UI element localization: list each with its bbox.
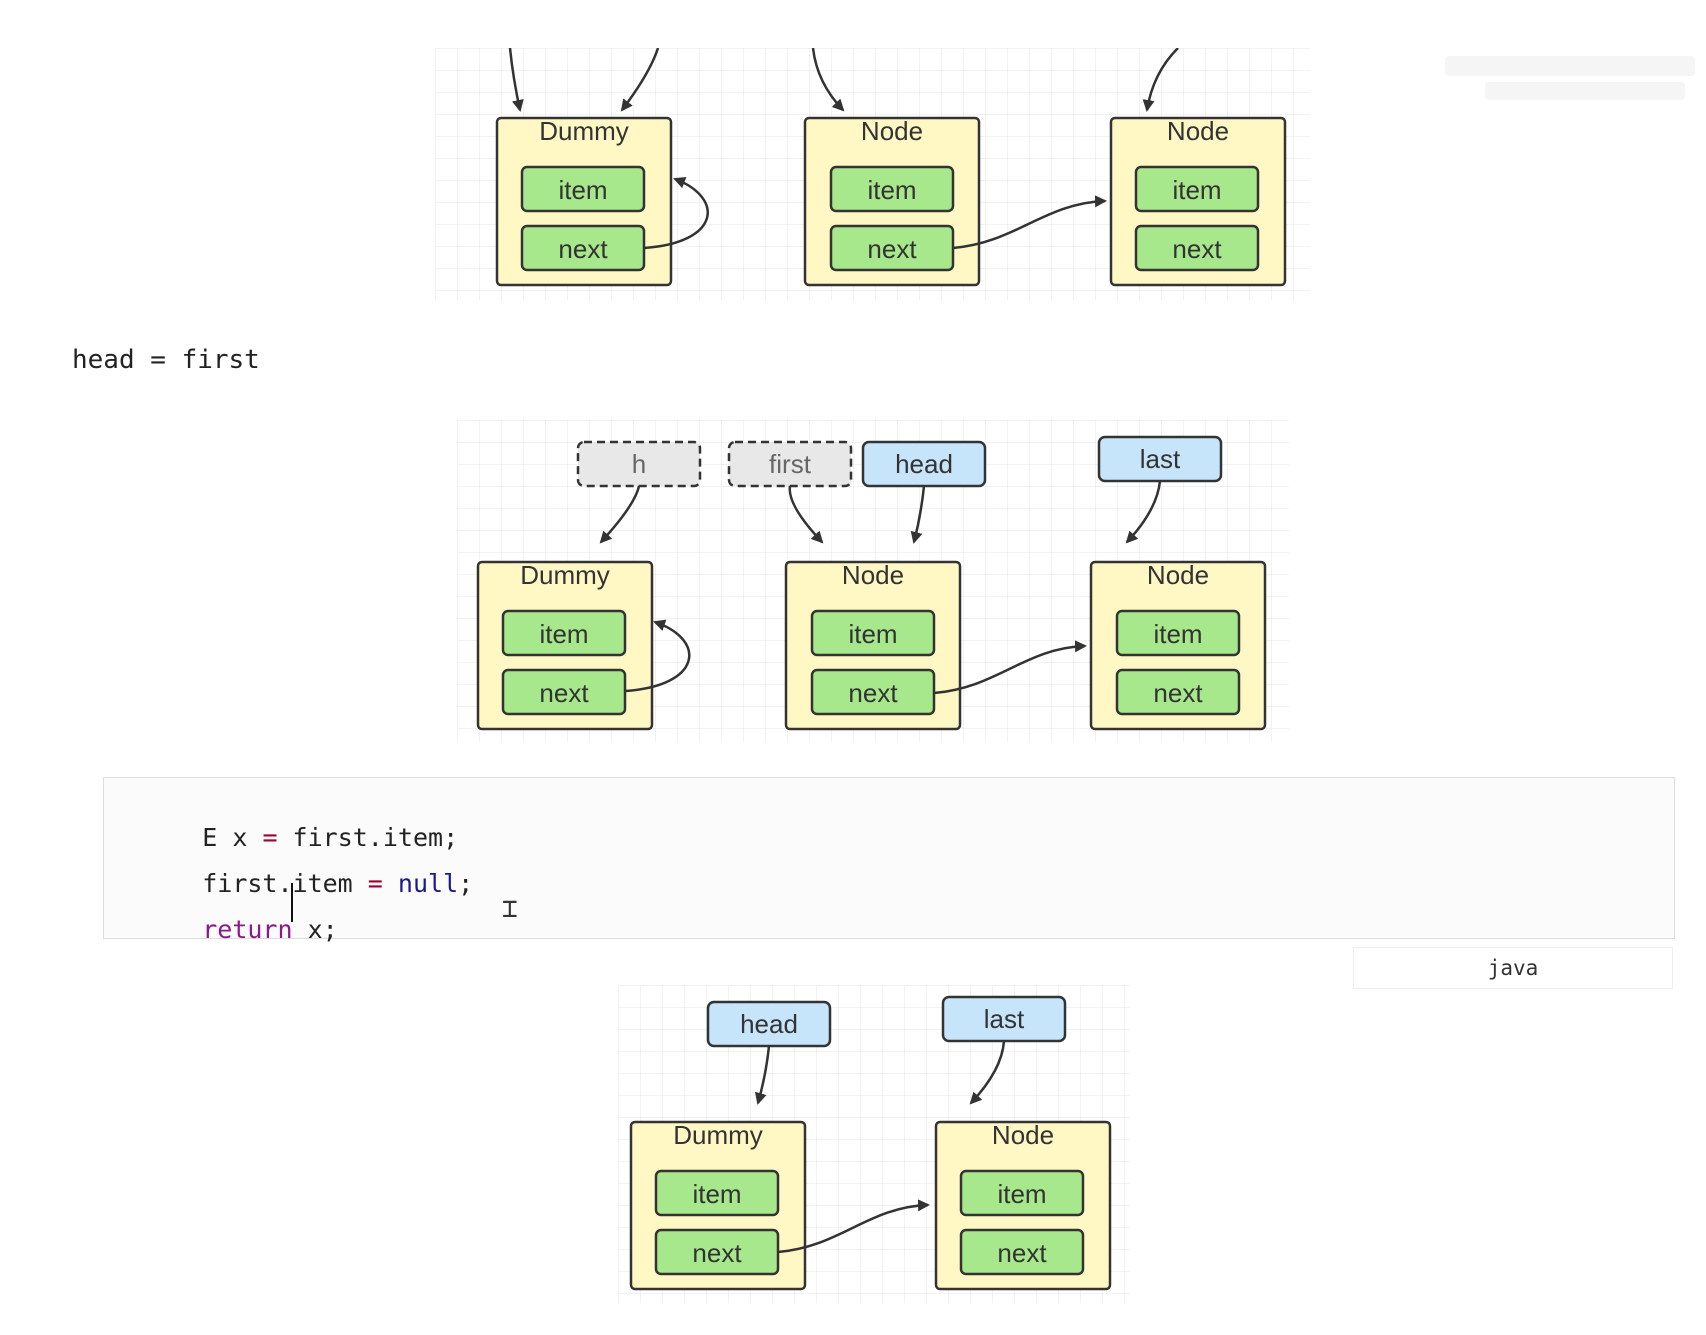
code-language-selector[interactable]: java [1353,947,1673,989]
next-field [1134,224,1260,272]
next-field-label: next [848,678,898,708]
code-token: ; [458,869,474,898]
pointer-last: last [1097,435,1223,483]
code-line: first.item = null; [142,840,473,927]
self-loop-arrow [643,176,709,250]
node-title: Node [842,560,904,590]
code-token: x; [292,915,338,944]
pointer-label: head [895,449,953,479]
next-field-label: next [692,1238,742,1268]
item-field-label: item [558,175,607,205]
item-field [810,609,936,657]
code-line: E x = first.item; [142,794,458,881]
code-line: return x; [142,886,338,973]
next-arrow [933,640,1087,695]
arrow [754,1045,771,1105]
item-field-label: item [692,1179,741,1209]
code-token: = [262,823,278,852]
code-token: first.item; [277,823,459,852]
node-box: Node item next [1089,560,1267,731]
diagram-head-equals-first: h first head last Dummy item next [457,420,1289,742]
node-box: Node item next [784,560,962,731]
item-field [959,1169,1085,1217]
pointer-label: h [632,449,646,479]
node-title: Node [861,116,923,146]
item-field-label: item [867,175,916,205]
arrow [620,48,660,112]
code-token: null [397,869,459,898]
item-field [1134,165,1260,213]
arrow [599,485,641,544]
arrow [788,485,824,544]
diagram-after-removal: head last Dummy item next Node item next [618,985,1130,1303]
arrow [811,48,845,112]
node-box: Node item next [803,116,981,287]
node-box: Node item next [1109,116,1287,287]
next-field-label: next [867,234,917,264]
dummy-node: Dummy item next [476,560,654,731]
next-field [959,1228,1085,1276]
dummy-node: Dummy item next [629,1120,807,1291]
item-field [501,609,627,657]
watermark [1445,50,1695,106]
pointer-head: head [706,1000,832,1048]
item-field-label: item [997,1179,1046,1209]
next-field [501,668,627,716]
self-loop-arrow [624,619,691,693]
code-token: first.item [202,869,368,898]
arrow [508,48,524,112]
node-title: Node [1167,116,1229,146]
code-token: E x [202,823,263,852]
item-field-label: item [1172,175,1221,205]
pointer-head: head [861,440,987,488]
next-field-label: next [997,1238,1047,1268]
arrow [1142,48,1179,112]
next-field-label: next [1172,234,1222,264]
pointer-last: last [941,995,1067,1043]
node-title: Node [1147,560,1209,590]
item-field [654,1169,780,1217]
pointer-h: h [576,440,702,488]
code-token [383,869,398,898]
pointer-label: last [984,1004,1025,1034]
diagram-initial-list: Dummy item next Node item next Node item… [435,48,1310,300]
arrow [910,485,926,544]
pointer-label: first [769,449,812,479]
next-arrow [777,1199,930,1254]
next-field-label: next [1153,678,1203,708]
arrow [969,1040,1006,1105]
node-box: Node item next [934,1120,1112,1291]
node-title: Node [992,1120,1054,1150]
item-field-label: item [1153,619,1202,649]
next-field-label: next [539,678,589,708]
code-block[interactable]: E x = first.item; first.item = null; ret… [103,777,1675,944]
item-field-label: item [848,619,897,649]
code-token: return [202,915,293,944]
item-field [1115,609,1241,657]
arrow [1125,480,1162,544]
next-field-label: next [558,234,608,264]
node-title: Dummy [673,1120,763,1150]
pointer-first: first [727,440,853,488]
text-cursor-icon: ⌶ [502,894,518,924]
next-field [1115,668,1241,716]
pointer-label: last [1140,444,1181,474]
text-caret [291,883,293,922]
item-field [829,165,955,213]
code-token: = [367,869,383,898]
statement-text: head = first [72,345,260,375]
dummy-node: Dummy item next [495,116,673,287]
node-title: Dummy [520,560,610,590]
item-field-label: item [539,619,588,649]
pointer-label: head [740,1009,798,1039]
item-field [520,165,646,213]
next-arrow [952,195,1107,250]
node-title: Dummy [539,116,629,146]
